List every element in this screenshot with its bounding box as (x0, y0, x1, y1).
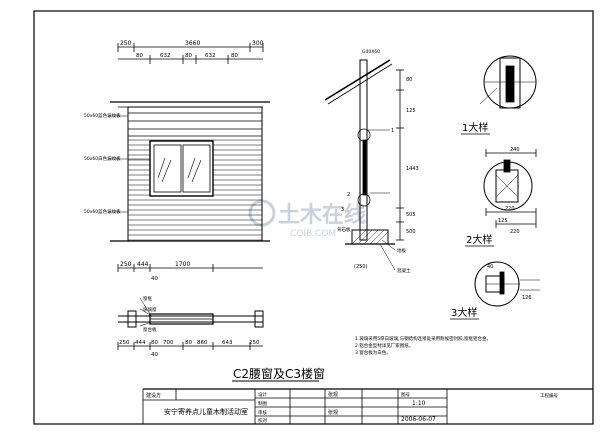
section-label-2: 混凝土 (397, 267, 411, 274)
tb-scale: 1:10 (412, 400, 426, 407)
notes: 1.玻璃采用5厚白玻璃,与钢结构连接处采用耐候密封胶,窗框铝合金。 2.铝合金型… (355, 335, 491, 356)
title-block-text: 建设方 安宁寄养点儿童木制活动室 设计 制图 审核 校对 张观 张观 图号 1:… (146, 391, 558, 424)
section-view (324, 59, 404, 271)
tb-row-label-1: 制图 (258, 400, 267, 407)
plan-dim-3: 700 (163, 340, 174, 346)
watermark: 土木在线 COIB.COM (248, 199, 366, 239)
watermark-sub: COIB.COM (290, 229, 336, 239)
plan-label-2: 窗台板 (143, 326, 157, 333)
title-block (142, 388, 593, 424)
section-label-0: 背石板 (337, 226, 351, 233)
detail-3-dim-1: 126 (522, 295, 532, 301)
section-callout-2: 3 (341, 207, 344, 213)
detail-1 (479, 55, 537, 109)
detail-underlines (450, 133, 494, 320)
tb-logo-text: 建设方 (146, 392, 161, 399)
plan-label-1: 玻璃窗 (143, 306, 157, 313)
tb-right-header: 图号 (401, 392, 410, 398)
section-dim-0: 80 (406, 77, 412, 83)
plan-dim-1: 444 (135, 340, 146, 346)
section-dim-2: 1443 (406, 166, 419, 172)
elev-dim-top-0: 250 (120, 40, 132, 47)
plan-dim-4: 80 (185, 340, 192, 346)
elev-dim-bottom-2: 1700 (175, 261, 190, 268)
plan-dim-small: 40 (151, 352, 158, 358)
tb-mid-label-1: 张观 (328, 409, 338, 416)
drawing-title: C2腰窗及C3楼窗 (233, 366, 325, 381)
note-0: 1.玻璃采用5厚白玻璃,与钢结构连接处采用耐候密封胶,窗框铝合金。 (355, 335, 491, 342)
elev-material-1: 50x60白色波纹板 (84, 155, 121, 162)
elevation-text: 250 3660 300 80 632 80 632 80 50x60蓝色波纹板… (84, 40, 264, 282)
detail-1-label: 1大样 (462, 121, 488, 134)
elev-material-0: 50x60蓝色波纹板 (84, 112, 121, 119)
section-dim-4: 500 (406, 229, 416, 235)
section-dim-1: 125 (406, 108, 416, 114)
elevation-view (110, 43, 270, 272)
section-label-3: (250) (354, 264, 367, 270)
watermark-main: 土木在线 (278, 202, 366, 228)
sheet-border (33, 10, 594, 425)
tb-project: 安宁寄养点儿童木制活动室 (164, 407, 248, 416)
plan-dim-6: 643 (222, 340, 233, 346)
detail-2-dim-3: 220 (510, 229, 520, 235)
detail-3-dim-0: 40 (487, 264, 493, 270)
elev-dim-top2-1: 632 (160, 53, 171, 59)
plan-dim-7: 250 (249, 340, 260, 346)
plan-label-0: 窗框 (143, 295, 152, 302)
section-callout-0: 1 (391, 128, 394, 134)
plan-text: 窗框 玻璃窗 窗台板 250 444 80 700 80 860 643 250… (119, 295, 260, 358)
plan-dim-0: 250 (119, 340, 130, 346)
elev-dim-top2-3: 632 (205, 53, 216, 59)
elev-dim-bottom-0: 250 (120, 261, 132, 268)
tb-mid-label-0: 张观 (328, 391, 338, 398)
details-text: 1大样 240 220 125 220 2大样 40 126 3大样 (451, 121, 532, 319)
tb-row-label-2: 审核 (258, 409, 267, 416)
elev-dim-bottom-small: 40 (151, 276, 158, 282)
detail-2-dim-1: 220 (505, 206, 515, 212)
detail-2-dim-2: 125 (498, 218, 508, 224)
detail-3 (474, 261, 540, 307)
window-frame (149, 140, 214, 197)
elev-dim-top-2: 300 (252, 40, 264, 47)
detail-3-label: 3大样 (451, 306, 477, 319)
plan-dim-2: 80 (151, 340, 158, 346)
elev-dim-top2-4: 80 (231, 53, 238, 59)
elev-dim-top-1: 3660 (185, 40, 200, 47)
elevation-leaders (108, 115, 150, 213)
window-sash-right (182, 144, 211, 193)
plan-view (117, 297, 264, 350)
elev-dim-top2-2: 80 (185, 53, 192, 59)
section-callout-1: 2 (347, 192, 350, 198)
note-1: 2.铝合金型材详见厂家图纸。 (355, 342, 413, 349)
tb-date: 2006-06-07 (401, 416, 436, 423)
elev-dim-top2-0: 80 (136, 53, 143, 59)
detail-2-dim-0: 240 (510, 147, 520, 153)
note-2: 3.窗台板为白色。 (355, 349, 391, 356)
section-hatch (351, 229, 389, 245)
detail-2 (483, 149, 537, 228)
detail-2-label: 2大样 (466, 233, 492, 246)
window-sash-left (153, 144, 182, 193)
elev-dim-bottom-1: 444 (137, 261, 149, 268)
section-dim-3: 505 (406, 212, 416, 218)
tb-row-label-0: 设计 (258, 391, 267, 398)
section-text: G40X60 80 125 1443 505 500 背石板 地板 混凝土 (2… (337, 49, 419, 274)
tb-corner-label: 工程编号 (540, 392, 558, 399)
plan-dim-5: 860 (197, 340, 208, 346)
section-label-1: 地板 (397, 247, 406, 254)
tb-row-label-3: 校对 (258, 417, 267, 424)
glass-block-band (128, 112, 262, 137)
section-top-label: G40X60 (362, 49, 380, 55)
siding-lines (128, 139, 262, 241)
elev-material-2: 50x60蓝色波纹板 (84, 208, 121, 215)
